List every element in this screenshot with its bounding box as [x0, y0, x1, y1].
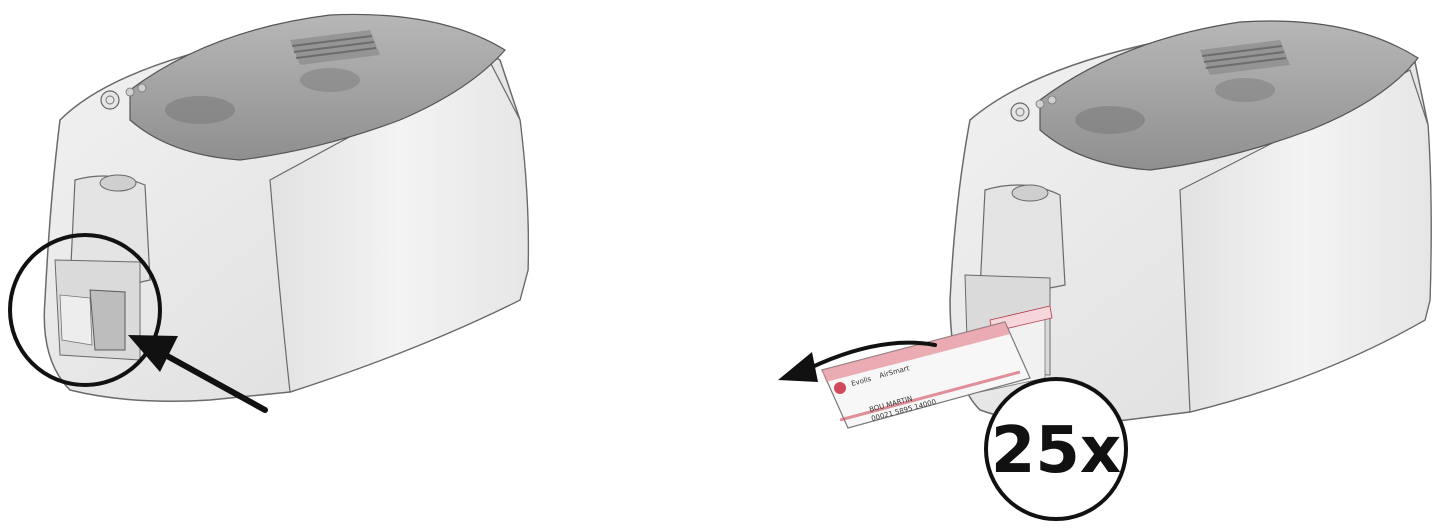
printer-right: Evolis AirSmart BOU MARTIN 00021 5895 14… [778, 21, 1431, 519]
power-button-icon-right [1011, 103, 1029, 121]
power-button-icon [101, 91, 119, 109]
count-badge-text: 25x [991, 414, 1121, 488]
curved-arrow-icon [778, 352, 818, 382]
printer-left [10, 14, 528, 410]
